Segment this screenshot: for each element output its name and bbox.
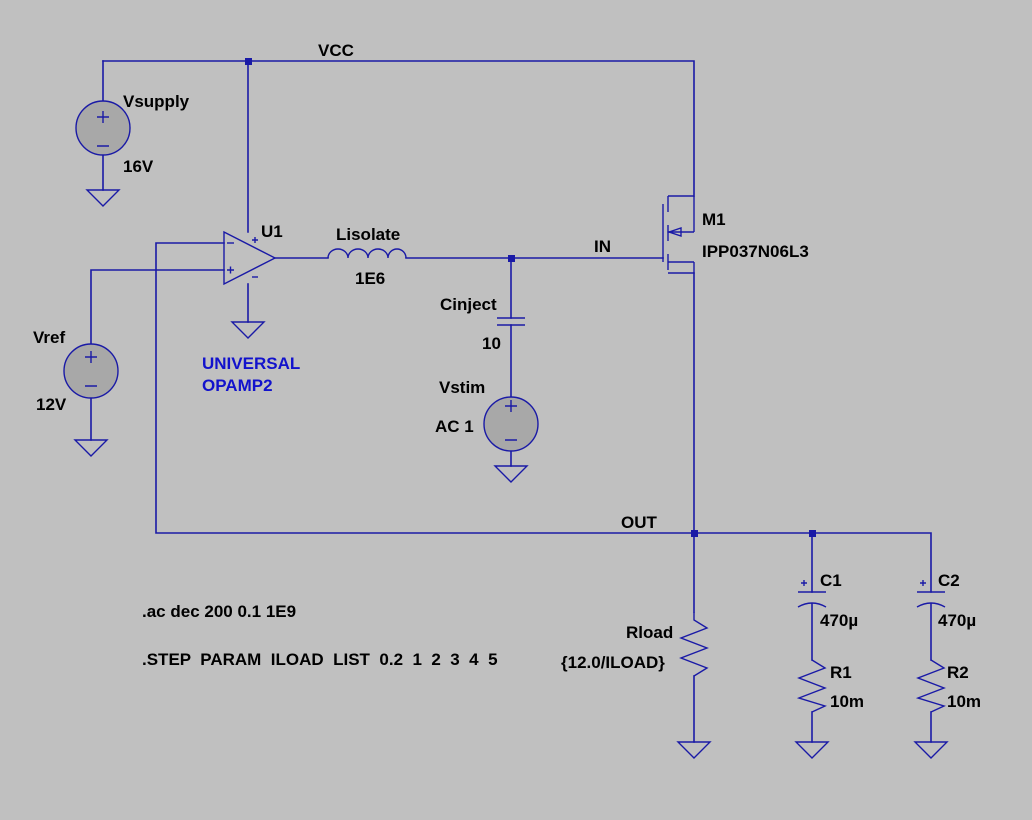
mosfet-m1-symbol[interactable] [662,195,695,274]
directive-ac[interactable]: .ac dec 200 0.1 1E9 [142,602,296,621]
junction-vcc [245,58,252,65]
resistor-r1-symbol[interactable] [796,659,827,713]
ground-icon [913,741,949,759]
junctions [245,58,816,537]
r2-value: 10m [947,692,981,711]
vsupply-value: 16V [123,157,154,176]
vsupply-symbol[interactable] [75,100,131,156]
wire-vref[interactable] [90,269,225,345]
cinject-value: 10 [482,334,501,353]
capacitor-c2-symbol[interactable] [916,580,946,608]
c2-value: 470µ [938,611,976,630]
cinject-name: Cinject [440,295,497,314]
vstim-value: AC 1 [435,417,474,436]
vref-value: 12V [36,395,67,414]
r1-value: 10m [830,692,864,711]
vsupply-name: Vsupply [123,92,190,111]
r2-name: R2 [947,663,969,682]
ground-icon [493,465,529,483]
resistor-rload-symbol[interactable] [679,612,709,677]
rload-value: {12.0/ILOAD} [561,653,665,672]
r1-name: R1 [830,663,852,682]
m1-model: IPP037N06L3 [702,242,809,261]
ground-icon [85,189,121,207]
ground-icon [73,439,109,457]
net-label-in: IN [594,237,611,256]
junction-out [691,530,698,537]
c1-value: 470µ [820,611,858,630]
capacitor-cinject-symbol[interactable] [497,317,525,326]
ground-icon [676,741,712,759]
junction-c1 [809,530,816,537]
u1-name: U1 [261,222,283,241]
resistor-r2-symbol[interactable] [915,659,946,713]
u1-model-line2: OPAMP2 [202,376,273,395]
capacitor-c1-symbol[interactable] [797,580,827,608]
u1-model-line1: UNIVERSAL [202,354,300,373]
opamp-u1-symbol[interactable] [223,230,277,286]
inductor-lisolate-symbol[interactable] [327,248,407,259]
wires [90,60,932,743]
wire-vcc-top[interactable] [102,60,695,197]
lisolate-value: 1E6 [355,269,385,288]
net-label-out: OUT [621,513,658,532]
m1-name: M1 [702,210,726,229]
vref-name: Vref [33,328,65,347]
lisolate-name: Lisolate [336,225,400,244]
vstim-symbol[interactable] [483,396,539,452]
net-label-vcc: VCC [318,41,354,60]
ground-icon [794,741,830,759]
rload-name: Rload [626,623,673,642]
c1-name: C1 [820,571,842,590]
ground-icon [230,321,266,339]
junction-in [508,255,515,262]
vref-symbol[interactable] [63,343,119,399]
c2-name: C2 [938,571,960,590]
wire-feedback[interactable] [155,242,932,593]
directive-step[interactable]: .STEP PARAM ILOAD LIST 0.2 1 2 3 4 5 [142,650,498,669]
vstim-name: Vstim [439,378,485,397]
